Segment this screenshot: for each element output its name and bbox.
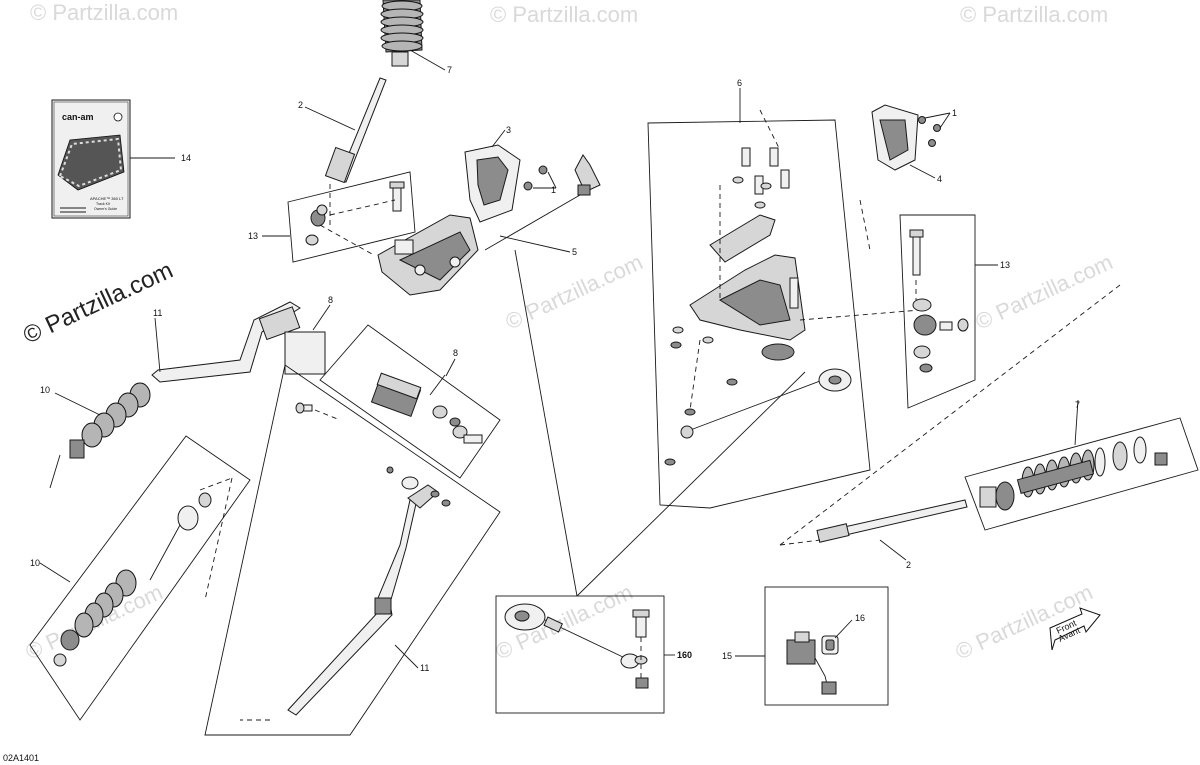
watermark-text: © Partzilla.com	[960, 2, 1108, 27]
callout-11: 11	[420, 663, 429, 673]
watermark-text: © Partzilla.com	[972, 249, 1117, 334]
manual-sub-line: Track Kit	[96, 202, 110, 206]
figure-code: 02A1401	[3, 753, 39, 763]
watermarks: © Partzilla.com © Partzilla.com © Partzi…	[22, 0, 1117, 665]
brand-logo-text: can-am	[62, 112, 94, 122]
heel-pad-right: 1 4	[871, 104, 957, 184]
switch-kit-15: 15 16	[722, 586, 889, 706]
steering-rod-lower: 11	[204, 364, 501, 736]
partzilla-watermark: © Partzilla.com	[19, 257, 177, 350]
callout-5: 5	[572, 247, 577, 257]
callout-13: 13	[1000, 260, 1010, 270]
manual-sub-line: Owner's Guide	[94, 207, 117, 211]
callout-2: 2	[298, 100, 303, 110]
steering-rod-upper: 11 8 10	[40, 295, 333, 489]
callout-11: 11	[153, 308, 162, 318]
brand-emblem-icon	[113, 112, 123, 122]
spring-assembly-right: 7 2	[779, 284, 1199, 570]
callout-15: 15	[722, 651, 732, 661]
callout-160: 160	[677, 650, 692, 660]
link-rod-kit-160: 160	[495, 249, 806, 714]
hardware-group-13-left: 13	[248, 171, 416, 263]
callout-3: 3	[506, 125, 511, 135]
hardware-group-13-right: 13	[899, 214, 1010, 409]
watermark-text: © Partzilla.com	[502, 249, 647, 334]
owners-guide-booklet: can-am APACHE™ 360 LT Track Kit Owner's …	[51, 99, 191, 219]
watermark-text: © Partzilla.com	[30, 0, 178, 25]
manual-model-line: APACHE™ 360 LT	[90, 196, 124, 201]
hardware-group-6: 6	[647, 78, 921, 509]
callout-8: 8	[328, 295, 333, 305]
bracket-assembly-center: 3 1 5	[377, 125, 601, 296]
callout-6: 6	[737, 78, 742, 88]
hardware-group-8: 8	[319, 324, 501, 479]
track-illustration	[57, 134, 125, 191]
callout-4: 4	[937, 174, 942, 184]
callout-1: 1	[952, 108, 957, 118]
callout-16: 16	[855, 613, 865, 623]
callout-2: 2	[906, 560, 911, 570]
callout-1: 1	[551, 185, 556, 195]
callout-8: 8	[453, 348, 458, 358]
callout-7: 7	[447, 65, 452, 75]
callout-10: 10	[30, 558, 40, 568]
callout-14: 14	[181, 153, 191, 163]
spring-assembly-top: 7 2	[298, 0, 452, 184]
watermark-text: © Partzilla.com	[490, 2, 638, 27]
shock-kit-lower-left: 10	[29, 435, 251, 721]
callout-13: 13	[248, 231, 258, 241]
callout-7: 7	[1075, 400, 1080, 410]
callout-10: 10	[40, 385, 50, 395]
